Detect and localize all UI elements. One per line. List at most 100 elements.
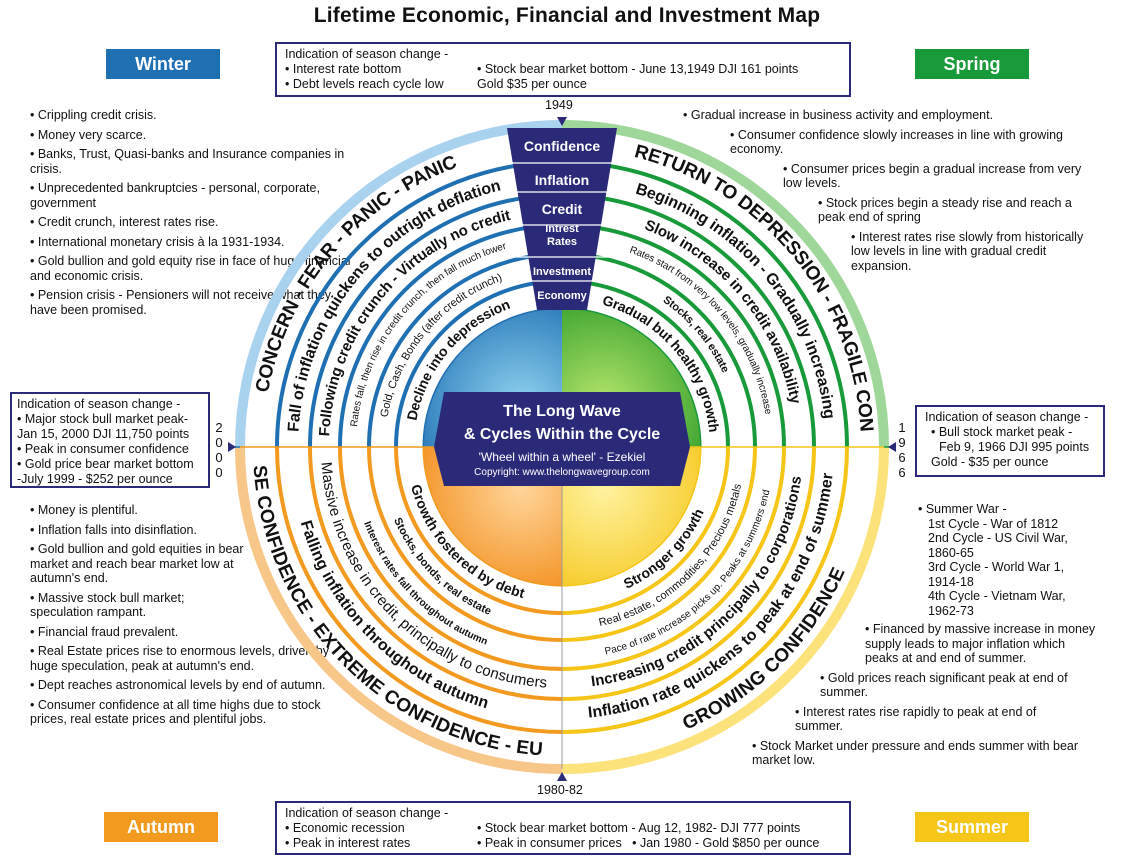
box-line: • Peak in consumer confidence (17, 442, 189, 456)
category-column (507, 128, 617, 310)
ring-spring-2 (561, 193, 816, 448)
ring-autumn-1 (275, 446, 563, 734)
list-item: • Gold bullion and gold equity rise in f… (30, 254, 351, 283)
ring-autumn-4 (367, 446, 563, 642)
ring-summer-5 (561, 446, 730, 615)
list-item: • Crippling credit crisis. (30, 108, 157, 122)
center-title: The Long Wave (503, 403, 621, 420)
ring-winter-4 (367, 252, 563, 448)
box-line: • Gold price bear market bottom (17, 457, 194, 471)
year-top: 1949 (545, 98, 573, 112)
ring-outer-band-winter (235, 120, 563, 448)
ring-outer-band-summer (561, 446, 889, 774)
ring-winter-1 (275, 160, 563, 448)
spring-notes: • Gradual increase in business activity … (683, 108, 1103, 278)
list-item: 3rd Cycle - World War 1, 1914-18 (928, 560, 1065, 589)
list-item: • Banks, Trust, Quasi-banks and Insuranc… (30, 147, 345, 176)
list-item: • Money is plentiful. (30, 503, 138, 517)
box-line: Gold $35 per ounce (477, 77, 587, 91)
ring-summer-2 (561, 446, 816, 701)
box-heading: Indication of season change - (285, 47, 449, 61)
ring-spring-5 (561, 279, 730, 448)
list-item: • Unprecedented bankruptcies - personal,… (30, 181, 320, 210)
ring-outer-band-autumn (235, 446, 563, 774)
ring-spring-3 (561, 223, 786, 448)
list-item: • Financed by massive increase in money … (865, 622, 1096, 665)
center-banner (434, 392, 690, 486)
list-item: 2nd Cycle - US Civil War, 1860-65 (928, 531, 1068, 560)
arrow-right-icon (228, 442, 236, 452)
box-line: • Economic recession (285, 821, 405, 835)
box-line: Gold - $35 per ounce (931, 455, 1049, 469)
season-label-winter: Winter (106, 49, 220, 79)
ring-winter-5 (394, 279, 563, 448)
winter-notes: • Crippling credit crisis. • Money very … (30, 108, 360, 322)
season-label-autumn: Autumn (104, 812, 218, 842)
center-copyright: Copyright: www.thelongwavegroup.com (474, 467, 650, 478)
ring-summer-4 (561, 446, 757, 642)
box-line: Jan 15, 2000 DJI 11,750 points (17, 427, 190, 441)
box-line: • Debt levels reach cycle low (285, 77, 444, 91)
column-label: Intrest (545, 223, 579, 235)
list-item: • Credit crunch, interest rates rise. (30, 215, 219, 229)
list-item: 1st Cycle - War of 1812 (928, 516, 1059, 531)
page-title: Lifetime Economic, Financial and Investm… (313, 4, 821, 27)
list-item: • Gold prices reach significant peak at … (820, 670, 1068, 700)
column-label: Credit (542, 201, 583, 217)
list-item: • Stock Market under pressure and ends s… (752, 738, 1079, 768)
list-item: • Gradual increase in business activity … (683, 108, 994, 122)
box-line: • Interest rate bottom (285, 62, 402, 76)
list-item: • Financial fraud prevalent. (30, 624, 179, 639)
list-item: • Dept reaches astronomical levels by en… (30, 678, 326, 692)
box-line: • Peak in interest rates (285, 836, 411, 850)
list-item: • Stock prices begin a steady rise and r… (818, 195, 1072, 225)
list-item: • Money very scarce. (30, 127, 147, 142)
box-line: • Major stock bull market peak- (17, 412, 189, 426)
list-item: • International monetary crisis à la 193… (30, 234, 285, 249)
column-label: Investment (533, 266, 591, 278)
list-item: • Interest rates rise slowly from histor… (851, 229, 1084, 273)
ring-outer-band-spring (561, 120, 889, 448)
arrow-left-icon (888, 442, 896, 452)
season-label-summer: Summer (915, 812, 1029, 842)
list-item: • Consumer prices begin a gradual increa… (783, 161, 1082, 191)
column-label: Rates (547, 236, 577, 248)
box-line: Feb 9, 1966 DJI 995 points (939, 440, 1090, 454)
year-bottom: 1980-82 (537, 783, 583, 797)
column-label: Confidence (524, 138, 600, 154)
season-change-box-top: Indication of season change - • Interest… (275, 42, 851, 97)
arrow-down-icon (557, 117, 567, 126)
box-heading: Indication of season change - (925, 410, 1089, 424)
season-label-spring: Spring (915, 49, 1029, 79)
arrow-up-icon (557, 772, 567, 781)
list-item: • Consumer confidence slowly increases i… (730, 127, 1064, 157)
box-line: -July 1999 - $252 per ounce (17, 472, 173, 486)
box-line: • Peak in consumer prices • Jan 1980 - G… (477, 836, 820, 850)
ring-spring-1 (561, 160, 849, 448)
ring-summer-1 (561, 446, 849, 734)
autumn-notes: • Money is plentiful. • Inflation falls … (30, 503, 350, 732)
ring-summer-3 (561, 446, 786, 671)
ring-autumn-5 (394, 446, 563, 615)
box-line: • Stock bear market bottom - June 13,194… (477, 62, 799, 76)
season-change-box-left: Indication of season change - • Major st… (10, 392, 210, 488)
column-label: Economy (537, 290, 587, 302)
column-label: Inflation (535, 172, 589, 188)
list-item: 4th Cycle - Vietnam War, 1962-73 (928, 589, 1066, 618)
list-item: • Consumer confidence at all time highs … (30, 697, 321, 727)
summer-war-heading: • Summer War - (918, 502, 1007, 516)
ring-autumn-2 (308, 446, 563, 701)
list-item: • Massive stock bull market; speculation… (30, 590, 185, 620)
ring-spring-4 (561, 252, 757, 448)
ring-autumn-3 (338, 446, 563, 671)
season-change-box-right: Indication of season change - • Bull sto… (915, 405, 1105, 477)
list-item: • Pension crisis - Pensioners will not r… (30, 288, 332, 317)
box-line: • Stock bear market bottom - Aug 12, 198… (477, 821, 801, 835)
list-item: • Interest rates rise rapidly to peak at… (795, 704, 1037, 734)
list-item: • Inflation falls into disinflation. (30, 522, 197, 537)
ring-winter-2 (308, 193, 563, 448)
